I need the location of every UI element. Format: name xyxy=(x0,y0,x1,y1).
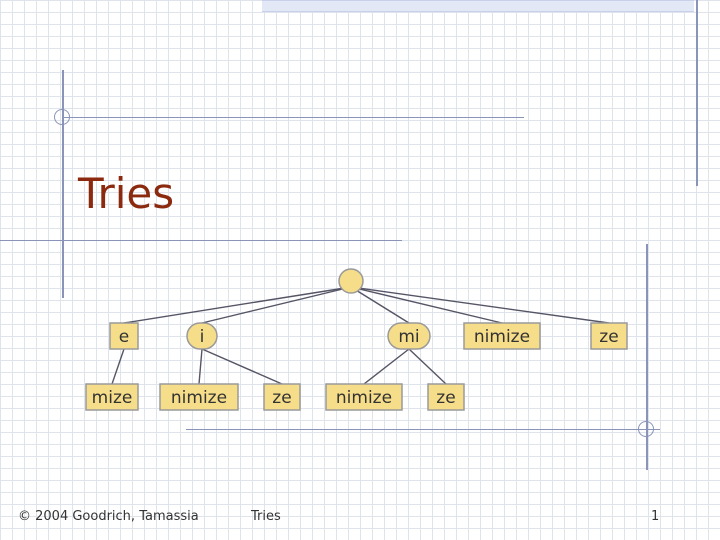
trie-node-l2-4-box xyxy=(427,383,465,411)
trie-node-l1-4: ze xyxy=(590,322,628,350)
edge-root-0 xyxy=(123,286,352,324)
trie-node-l1-0: e xyxy=(109,322,139,350)
trie-node-l1-4-box xyxy=(590,322,628,350)
trie-node-l1-2-box xyxy=(387,322,431,350)
top-circle-marker xyxy=(54,109,70,125)
edge-child-0 xyxy=(111,348,125,385)
trie-node-l2-4: ze xyxy=(427,383,465,411)
trie-node-l2-3: nimize xyxy=(325,383,403,411)
trie-node-l2-2: ze xyxy=(263,383,301,411)
trie-node-l1-1: i xyxy=(186,322,218,350)
trie-node-l1-3-label: nimize xyxy=(474,327,530,347)
edge-child-4 xyxy=(408,348,447,385)
trie-node-l2-4-label: ze xyxy=(436,388,455,408)
slide-title: Tries xyxy=(78,169,175,218)
top-accent-bar xyxy=(262,0,694,12)
trie-node-l2-3-box xyxy=(325,383,403,411)
edge-child-3 xyxy=(363,348,410,385)
trie-node-l2-2-label: ze xyxy=(272,388,291,408)
mid-horizontal-line xyxy=(0,240,402,241)
trie-node-l1-3-box xyxy=(463,322,541,350)
trie-node-l2-1: nimize xyxy=(159,383,239,411)
trie-node-l2-2-box xyxy=(263,383,301,411)
trie-node-l2-1-box xyxy=(159,383,239,411)
trie-nodes: e i mi nimize ze mize nimize ze nimize ze xyxy=(85,268,628,411)
trie-node-l2-0: mize xyxy=(85,383,139,411)
edge-child-1 xyxy=(198,348,203,385)
trie-node-l1-2-label: mi xyxy=(398,327,419,347)
top-horizontal-line xyxy=(62,117,524,118)
footer-page-number: 1 xyxy=(651,509,660,524)
left-vertical-line xyxy=(62,70,64,298)
trie-node-l1-1-label: i xyxy=(200,327,205,347)
trie-node-l1-4-label: ze xyxy=(599,327,618,347)
bottom-horizontal-line xyxy=(186,429,660,430)
trie-node-l1-2: mi xyxy=(387,322,431,350)
bottom-circle-marker xyxy=(638,421,654,437)
footer-copyright: © 2004 Goodrich, Tamassia xyxy=(18,509,199,524)
trie-node-l2-3-label: nimize xyxy=(336,388,392,408)
edge-root-2 xyxy=(350,286,410,324)
trie-node-l1-0-label: e xyxy=(119,327,129,347)
trie-edges xyxy=(111,286,610,385)
trie-node-l1-3: nimize xyxy=(463,322,541,350)
trie-node-l2-0-box xyxy=(85,383,139,411)
trie-node-l1-1-box xyxy=(186,322,218,350)
edge-root-4 xyxy=(350,286,610,324)
edge-child-2 xyxy=(201,348,283,385)
trie-node-l2-1-label: nimize xyxy=(171,388,227,408)
footer-title: Tries xyxy=(251,509,281,524)
edge-root-1 xyxy=(201,286,352,324)
right-vertical-line xyxy=(696,0,698,186)
edge-root-3 xyxy=(350,286,503,324)
trie-root-node xyxy=(338,268,364,294)
right-lower-vertical-line xyxy=(646,244,648,470)
trie-node-l1-0-box xyxy=(109,322,139,350)
trie-node-l2-0-label: mize xyxy=(92,388,133,408)
